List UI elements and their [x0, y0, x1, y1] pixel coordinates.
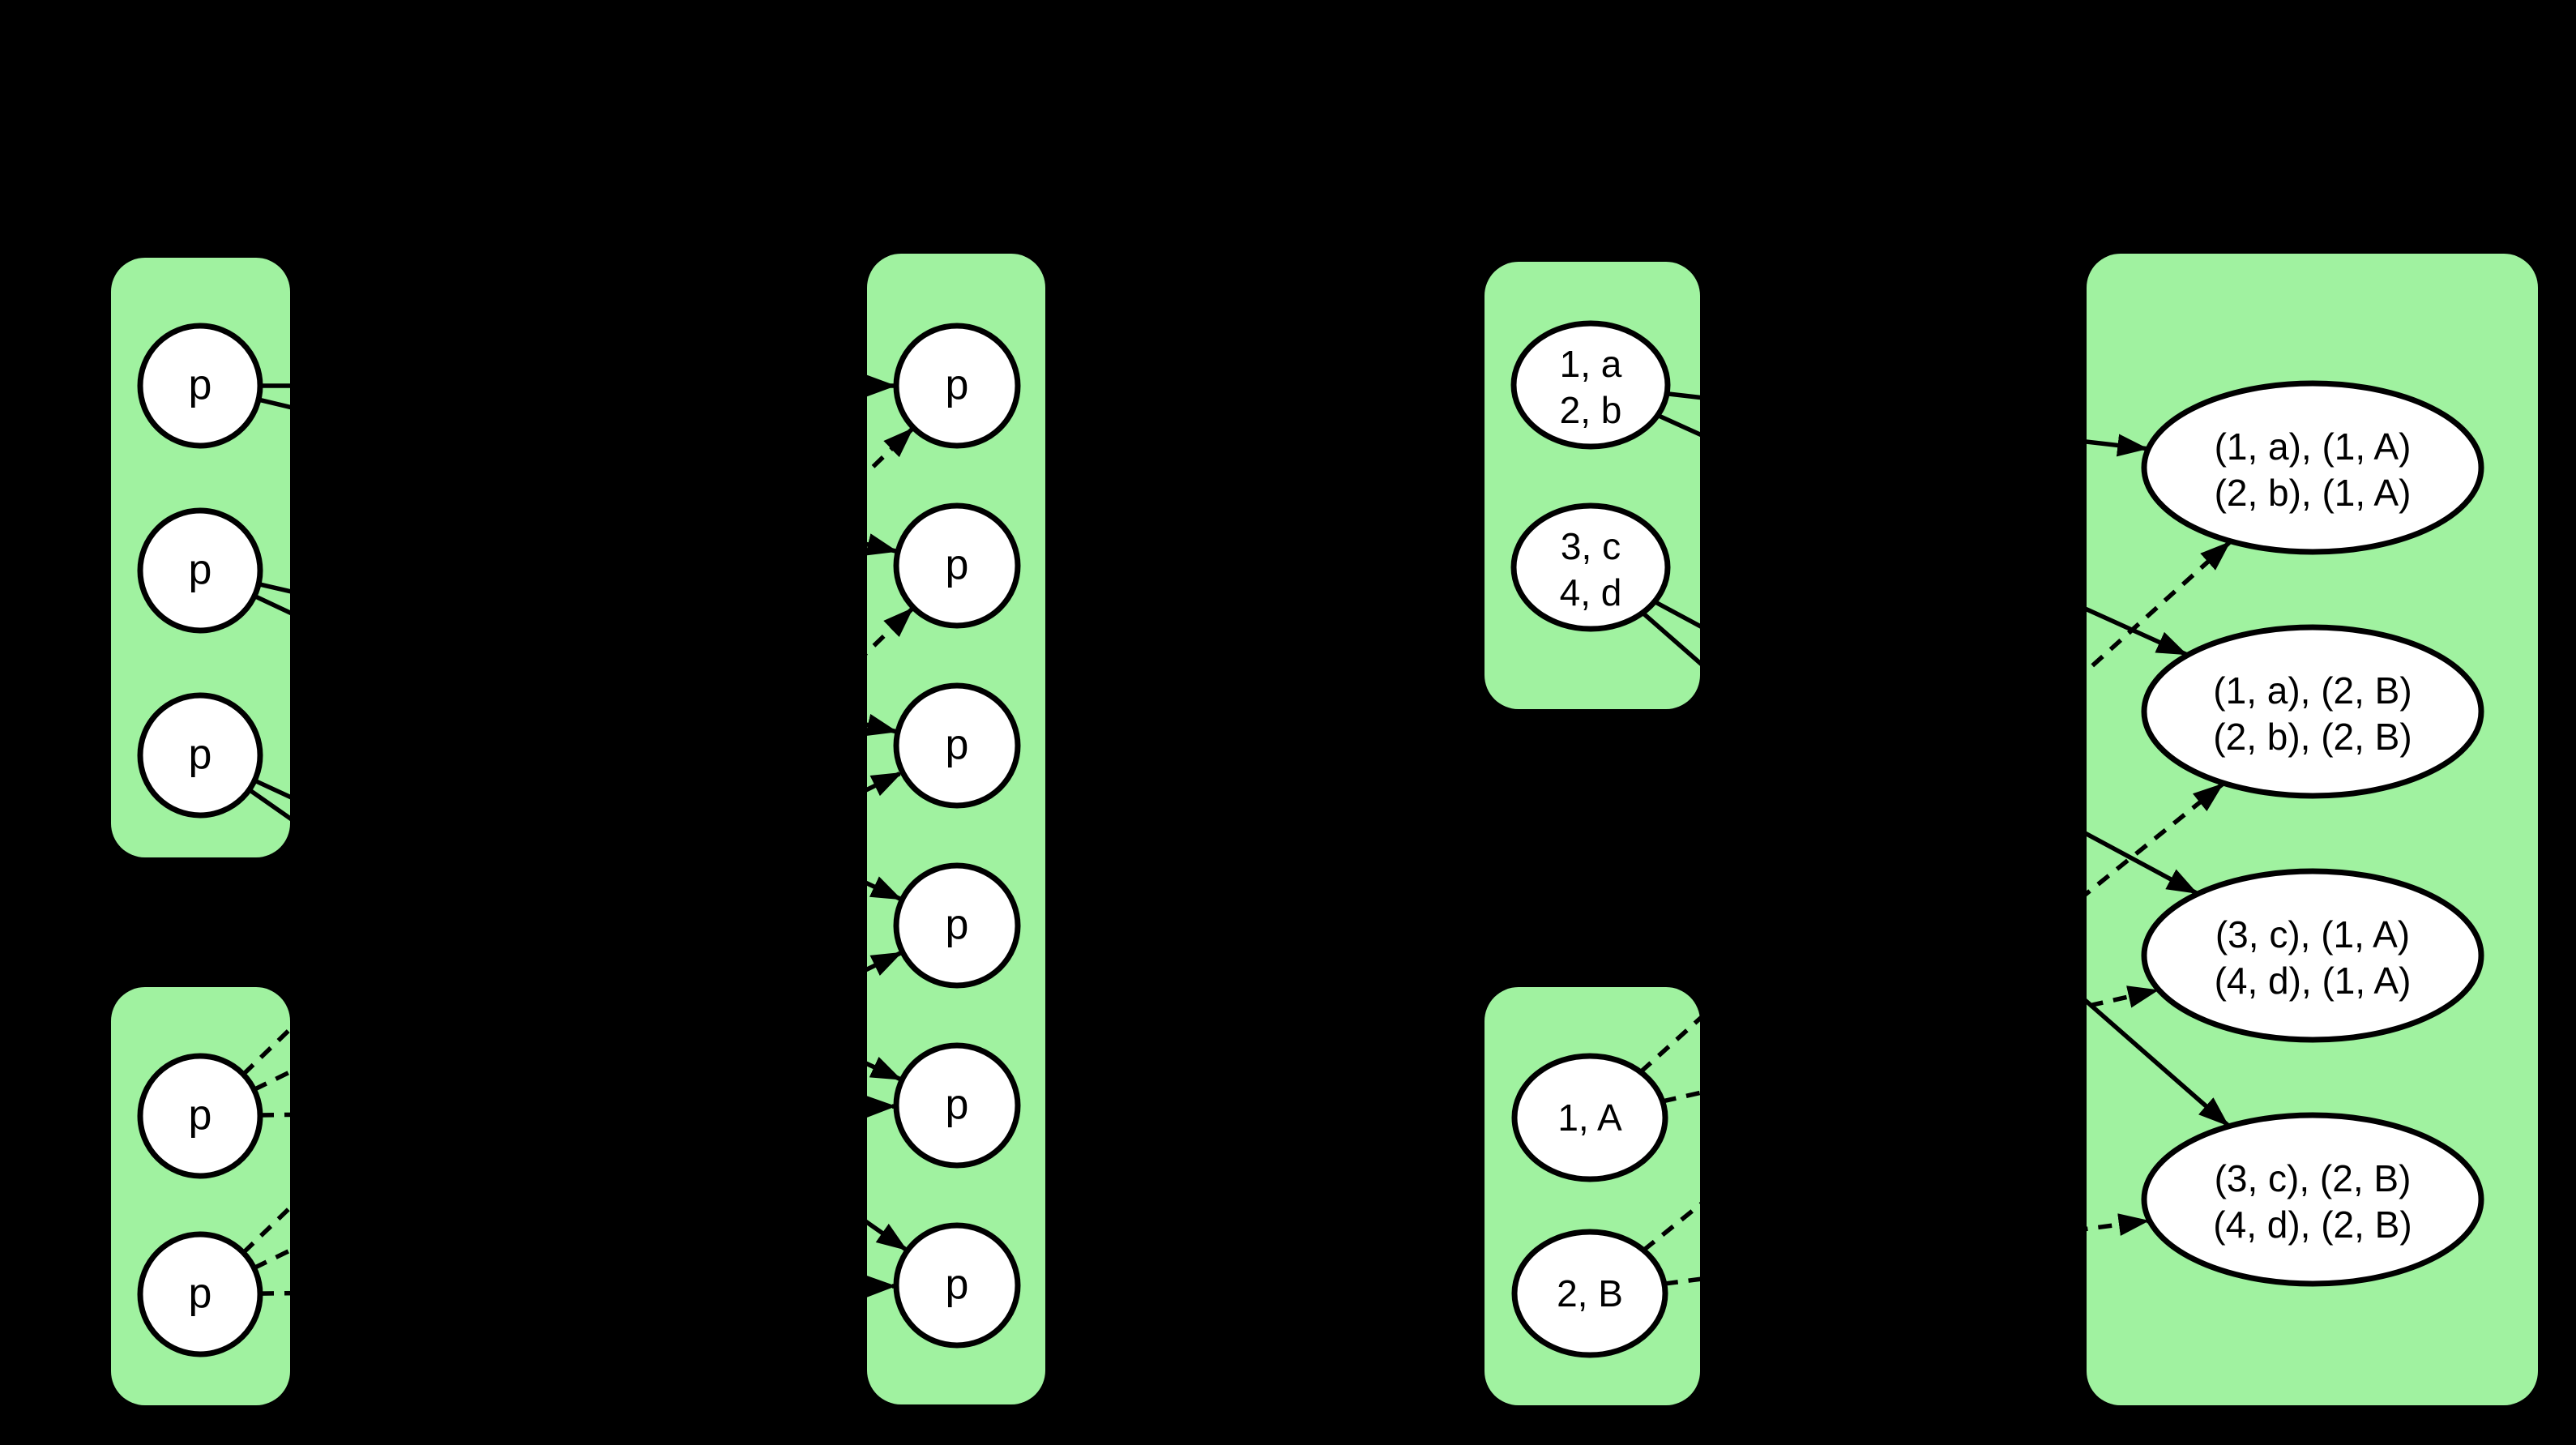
c6-node	[893, 1222, 1021, 1349]
p1-node	[1510, 320, 1671, 450]
q2-label: 2, B	[1557, 1272, 1623, 1315]
edge-q2-e2	[1642, 782, 2224, 1252]
c4-label-line-1: p	[946, 901, 969, 948]
e3-label: (3, c), (1, A) (4, d), (1, A)	[2215, 913, 2412, 1002]
c2-label: p	[946, 541, 969, 588]
e2-node	[2141, 624, 2484, 799]
edge-a1-c2	[258, 397, 899, 556]
c4-node	[893, 862, 1021, 989]
edge-b2-c6	[259, 1275, 897, 1298]
e1-label-line-2: (2, b), (1, A)	[2215, 472, 2412, 514]
b2-node	[137, 1231, 263, 1357]
c6-label: p	[946, 1261, 969, 1308]
e4-label: (3, c), (2, B)(4, d), (2, B)	[2213, 1157, 2412, 1246]
a1-node	[137, 323, 263, 449]
edge-p1-e2	[1656, 413, 2188, 656]
a3-node	[137, 692, 263, 819]
q2-label-line-1: 2, B	[1557, 1272, 1623, 1315]
e3-label-line-1: (3, c), (1, A)	[2215, 913, 2410, 955]
c3-node	[893, 682, 1021, 809]
c3-label-line-1: p	[946, 721, 969, 768]
e4-node	[2141, 1112, 2484, 1287]
e3-node	[2141, 868, 2484, 1043]
e4-label-line-2: (4, d), (2, B)	[2213, 1203, 2412, 1246]
a2-node	[137, 507, 263, 634]
p1-label-line-1: 1, a	[1560, 343, 1622, 385]
e1-label: (1, a), (1, A)(2, b), (1, A)	[2215, 425, 2412, 514]
p2-node	[1510, 502, 1671, 632]
edge-a3-c6	[248, 788, 908, 1252]
e3-label-line-2: (4, d), (1, A)	[2215, 960, 2412, 1002]
c1-label-line-1: p	[946, 361, 969, 408]
a3-label-line-1: p	[189, 731, 212, 778]
b2-label: p	[189, 1270, 212, 1317]
c4-label: p	[946, 901, 969, 948]
c3-label: p	[946, 721, 969, 768]
b2-label-line-1: p	[189, 1270, 212, 1317]
a2-label: p	[189, 546, 212, 593]
q1-node	[1511, 1053, 1668, 1182]
c5-label-line-1: p	[946, 1081, 969, 1128]
c1-node	[893, 323, 1021, 449]
c5-label: p	[946, 1081, 969, 1128]
edge-q2-e4	[1664, 1213, 2150, 1286]
edge-b1-c5	[259, 1095, 897, 1118]
a2-label-line-1: p	[189, 546, 212, 593]
edge-p1-e1	[1666, 391, 2149, 457]
p2-label-line-2: 4, d	[1560, 571, 1622, 613]
e4-label-line-1: (3, c), (2, B)	[2215, 1157, 2412, 1199]
c1-label: p	[946, 361, 969, 408]
edge-a2-c3	[258, 581, 898, 737]
p1-label-line-2: 2, b	[1560, 389, 1622, 431]
edge-a2-c4	[253, 593, 903, 901]
e2-label-line-1: (1, a), (2, B)	[2213, 669, 2412, 712]
a1-label-line-1: p	[189, 361, 212, 408]
c2-node	[893, 502, 1021, 629]
c2-label-line-1: p	[946, 541, 969, 588]
e2-label: (1, a), (2, B)(2, b), (2, B)	[2213, 669, 2412, 758]
c6-label-line-1: p	[946, 1261, 969, 1308]
edge-p2-e3	[1653, 599, 2198, 896]
b1-label-line-1: p	[189, 1092, 212, 1139]
e1-label-line-1: (1, a), (1, A)	[2215, 425, 2412, 468]
q2-node	[1511, 1229, 1668, 1358]
edge-q1-e1	[1638, 541, 2232, 1074]
edge-b1-c1	[241, 427, 914, 1076]
a1-label: p	[189, 361, 212, 408]
q1-label-line-1: 1, A	[1557, 1097, 1622, 1139]
q1-label: 1, A	[1557, 1097, 1622, 1139]
e1-node	[2141, 380, 2484, 555]
c5-node	[893, 1042, 1021, 1169]
e2-label-line-2: (2, b), (2, B)	[2213, 716, 2412, 758]
b1-label: p	[189, 1092, 212, 1139]
p2-label-line-1: 3, c	[1561, 525, 1621, 567]
b1-node	[137, 1053, 263, 1179]
edge-q1-e3	[1662, 985, 2159, 1104]
edge-b2-c2	[241, 607, 914, 1255]
a3-label: p	[189, 731, 212, 778]
edge-p2-e4	[1641, 611, 2230, 1127]
